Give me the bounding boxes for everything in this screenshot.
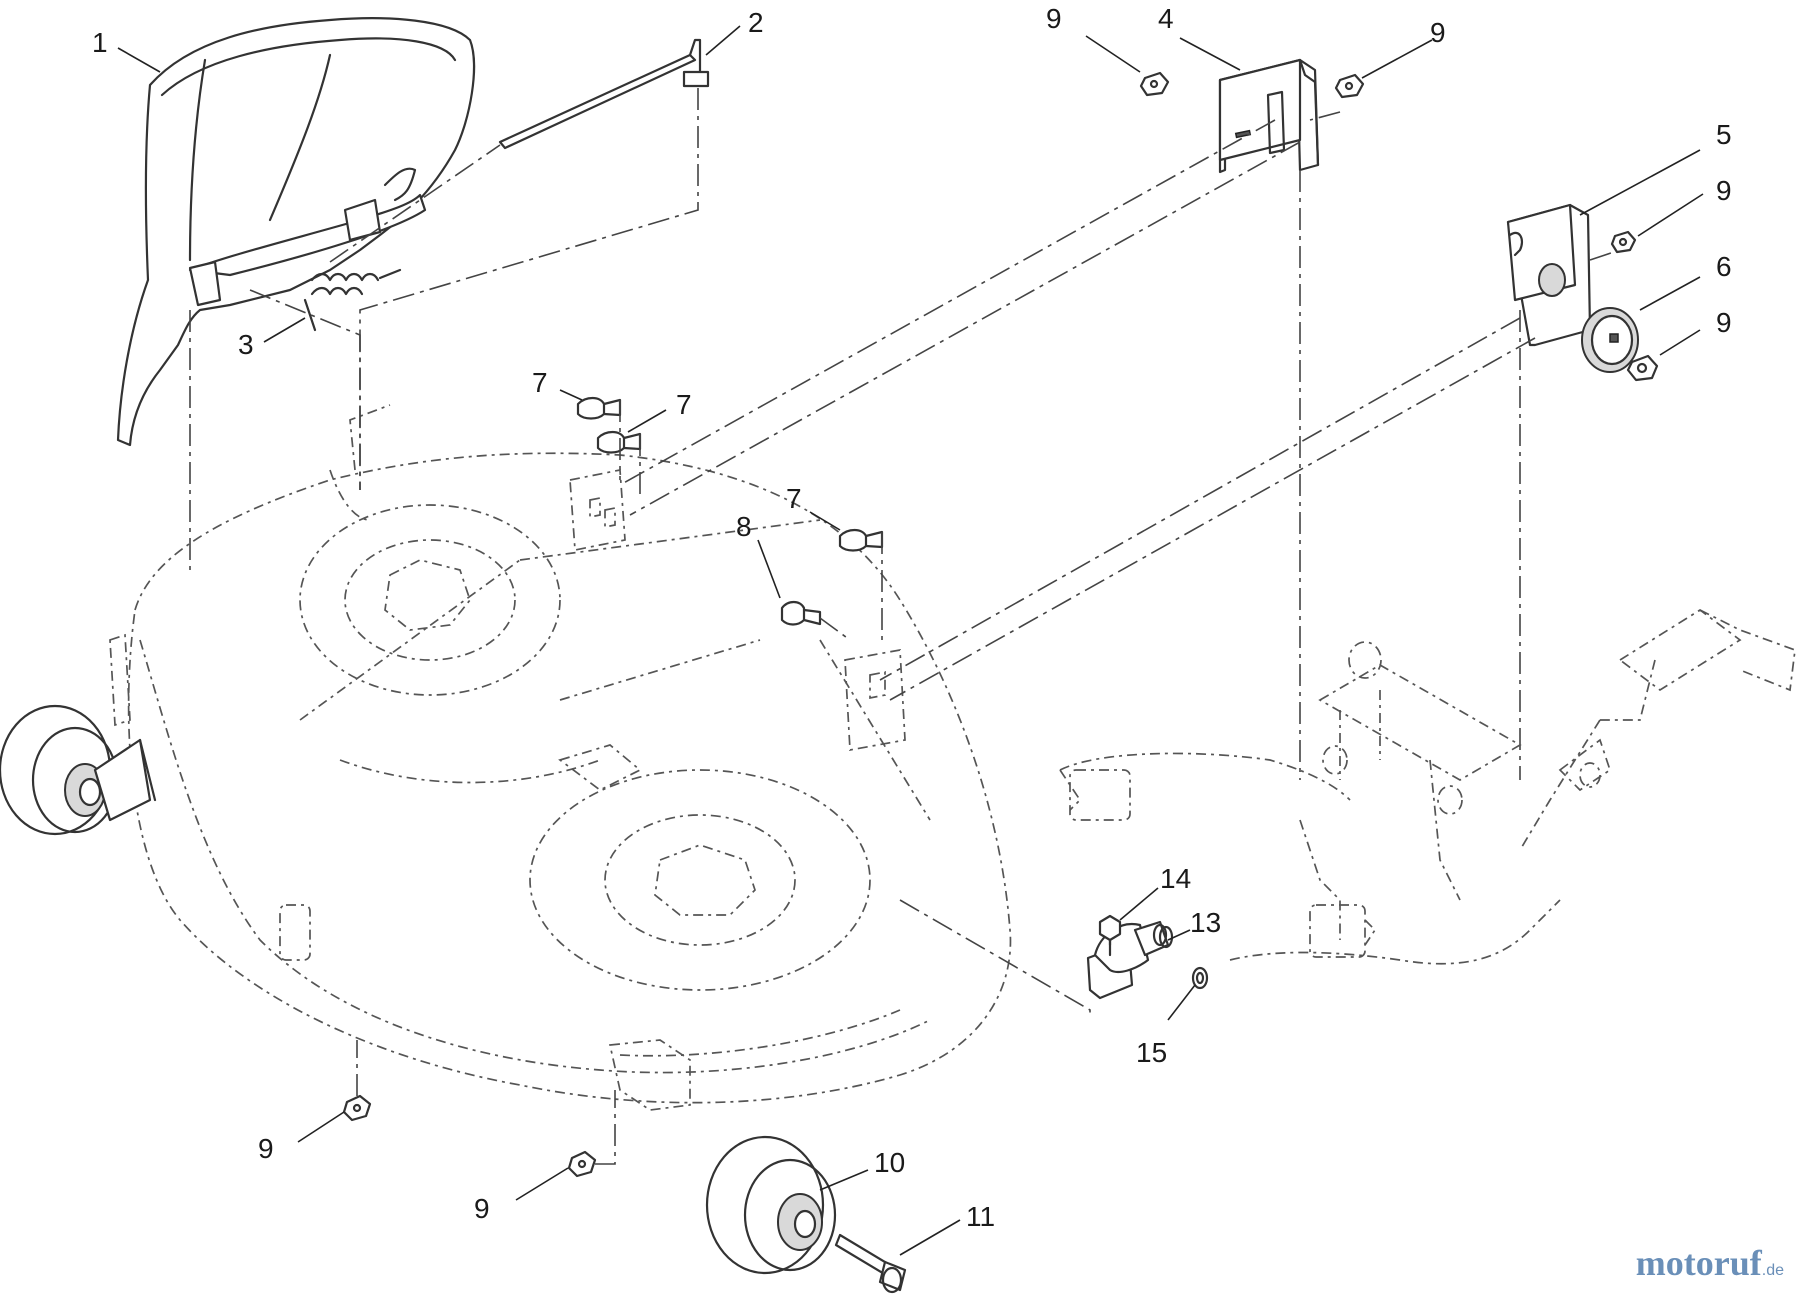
callout-labels: 1 2 3 4 9 9 5 9 6 9 7 7 7 8 14 13 15 9 9… — [92, 3, 1732, 1232]
callout-7a: 7 — [532, 367, 548, 398]
callout-4: 4 — [1158, 3, 1174, 34]
watermark: motoruf.de — [1636, 1242, 1784, 1284]
callout-2: 2 — [748, 7, 764, 38]
flange-nut-deck-b — [567, 1090, 616, 1178]
callout-6: 6 — [1716, 251, 1732, 282]
flange-nut-5a — [1610, 230, 1637, 254]
watermark-tld: .de — [1761, 1262, 1784, 1279]
callout-9a: 9 — [1046, 3, 1062, 34]
carriage-bolts — [576, 396, 884, 640]
callout-14: 14 — [1160, 863, 1191, 894]
flange-nut-4a — [1139, 71, 1170, 97]
callout-9e: 9 — [258, 1133, 274, 1164]
hanger-bracket-upper — [1218, 58, 1320, 780]
spacer-washer — [1581, 307, 1639, 373]
carriage-bolt-a — [576, 396, 622, 420]
carriage-bolt-b — [596, 430, 642, 454]
flange-nut-4b — [1334, 73, 1365, 99]
hex-bolt-14 — [1098, 914, 1122, 957]
callout-15: 15 — [1136, 1037, 1167, 1068]
callout-7b: 7 — [676, 389, 692, 420]
callout-9c: 9 — [1716, 175, 1732, 206]
torsion-spring — [303, 268, 402, 332]
grease-elbow-13 — [1133, 920, 1174, 957]
flange-nut-deck-a — [342, 1040, 372, 1122]
callout-9f: 9 — [474, 1193, 490, 1224]
o-ring-15 — [1191, 966, 1209, 990]
watermark-main: motoruf — [1635, 1243, 1762, 1283]
shoulder-bolt — [780, 600, 851, 641]
callout-9d: 9 — [1716, 307, 1732, 338]
flange-nut-6 — [1626, 354, 1659, 382]
carriage-bolt-c — [838, 528, 884, 552]
mower-deck — [109, 404, 1012, 1111]
callout-11: 11 — [966, 1201, 995, 1232]
lift-linkage — [1059, 608, 1796, 965]
hanger-bracket-lower — [1506, 203, 1592, 780]
discharge-chute — [116, 17, 476, 447]
hinge-rod — [329, 38, 710, 490]
callout-3: 3 — [238, 329, 254, 360]
front-wheel-right — [705, 1135, 837, 1275]
callout-13: 13 — [1190, 907, 1221, 938]
deck-bracket-right — [844, 648, 906, 752]
callout-10: 10 — [874, 1147, 905, 1178]
callout-8: 8 — [736, 511, 752, 542]
callout-5: 5 — [1716, 119, 1732, 150]
leader-lines — [117, 25, 1704, 1256]
axle-bolt — [834, 1233, 907, 1294]
callout-9b: 9 — [1430, 17, 1446, 48]
callout-1: 1 — [92, 27, 108, 58]
deck-bracket-left — [569, 468, 626, 552]
front-wheel-left — [0, 704, 157, 836]
callout-7c: 7 — [786, 483, 802, 514]
